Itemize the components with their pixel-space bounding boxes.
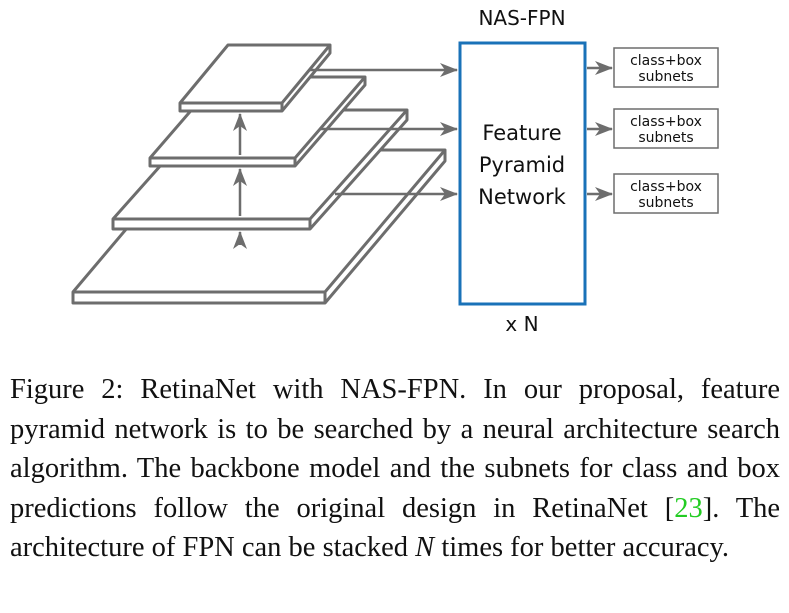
layer-outline bbox=[178, 43, 332, 113]
subnet-label-line-1: class+box bbox=[630, 53, 702, 69]
subnet-3: class+box subnets bbox=[587, 173, 719, 214]
subnet-label-line-2: subnets bbox=[638, 195, 693, 211]
nas-fpn-diagram: NAS-FPN Feature Pyramid Network x N clas… bbox=[71, 6, 719, 336]
subnet-label-line-2: subnets bbox=[638, 130, 693, 146]
nas-fpn-title: NAS-FPN bbox=[478, 6, 565, 30]
math-n: N bbox=[415, 532, 435, 563]
subnet-box bbox=[613, 173, 719, 214]
fpn-box bbox=[458, 41, 587, 306]
fpn-label-line-1: Feature bbox=[482, 121, 561, 145]
subnets: class+box subnets class+box subnets clas… bbox=[587, 47, 719, 214]
subnet-label-line-1: class+box bbox=[630, 114, 702, 130]
lateral-arrows bbox=[310, 63, 458, 201]
fpn-label-line-3: Network bbox=[478, 185, 567, 209]
subnet-label-line-1: class+box bbox=[630, 179, 702, 195]
citation-link[interactable]: 23 bbox=[674, 492, 703, 524]
caption-text-middle: ]. The architecture of FPN can be stacke… bbox=[10, 492, 780, 564]
caption-text-end: times for better accuracy. bbox=[434, 532, 730, 563]
caption-text-start: Figure 2: RetinaNet with NAS-FPN. In our… bbox=[10, 374, 780, 524]
figure-caption: Figure 2: RetinaNet with NAS-FPN. In our… bbox=[10, 370, 780, 568]
subnet-1: class+box subnets bbox=[587, 47, 719, 88]
subnet-box bbox=[613, 108, 719, 149]
fpn-label-line-2: Pyramid bbox=[479, 153, 565, 177]
repeat-n-label: x N bbox=[505, 312, 538, 336]
backbone-pyramid bbox=[71, 43, 447, 305]
subnet-box bbox=[613, 47, 719, 88]
subnet-label-line-2: subnets bbox=[638, 69, 693, 85]
subnet-2: class+box subnets bbox=[587, 108, 719, 149]
feature-layer-1 bbox=[178, 43, 332, 113]
